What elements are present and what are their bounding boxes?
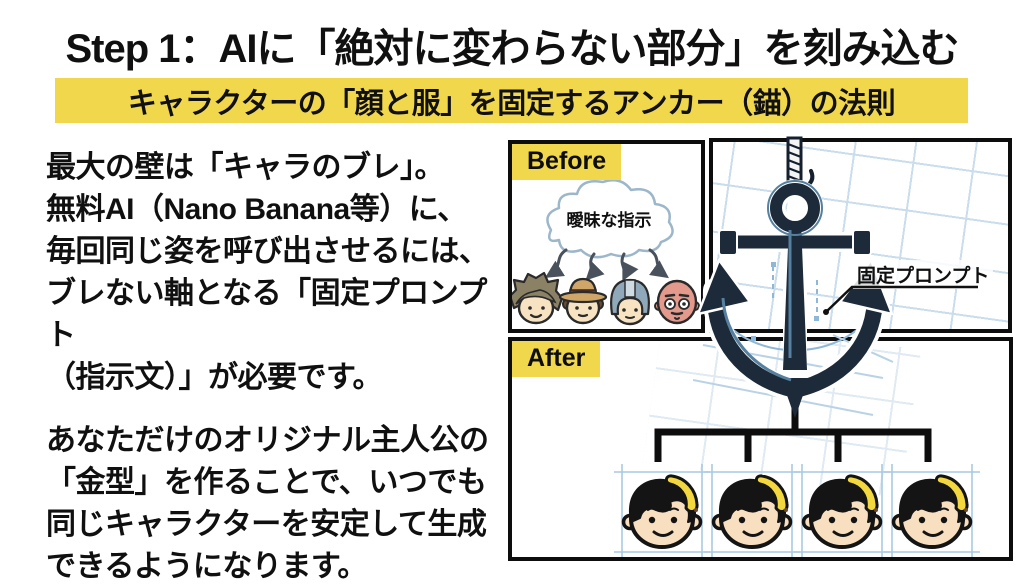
- straw-hat-man-icon: [558, 277, 608, 325]
- wavy-arrows-icon: [544, 248, 669, 282]
- body-text: 最大の壁は「キャラのブレ」。 無料AI（Nano Banana等）に、 毎回同じ…: [46, 147, 511, 588]
- body-paragraph-2: あなただけのオリジナル主人公の 「金型」を作ることで、いつでも 同じキャラクター…: [46, 424, 489, 583]
- shaggy-hair-man-icon: [512, 271, 564, 325]
- subtitle-banner: キャラクターの「顔と服」を固定するアンカー（錨）の法則: [55, 78, 968, 123]
- cloud-text: 曖昧な指示: [567, 210, 652, 230]
- anchor-body: [696, 180, 894, 418]
- page-title: Step 1：AIに「絶対に変わらない部分」を刻み込む: [65, 27, 959, 71]
- banana-hair-boy-icon: [792, 462, 892, 557]
- banana-hair-boy-icon: [702, 462, 802, 557]
- body-paragraph-1: 最大の壁は「キャラのブレ」。 無料AI（Nano Banana等）に、 毎回同じ…: [46, 151, 489, 394]
- before-illustration: 曖昧な指示: [512, 179, 700, 326]
- after-label: After: [512, 341, 601, 377]
- banana-hair-boy-icon: [882, 462, 982, 557]
- bald-man-icon: [654, 279, 700, 325]
- after-panel: After: [508, 337, 1013, 561]
- anchor-icon: [693, 136, 894, 418]
- banana-hair-boy-icon: [612, 462, 712, 557]
- vague-instruction-cloud-icon: 曖昧な指示: [546, 179, 674, 259]
- helmet-man-icon: [610, 278, 650, 326]
- subtitle-text: キャラクターの「顔と服」を固定するアンカー（錨）の法則: [127, 87, 896, 120]
- before-label: Before: [512, 144, 622, 180]
- callout-leader-line: [823, 285, 978, 315]
- before-panel: Before 曖昧な指示: [508, 140, 705, 333]
- anchor-callout-label: 固定プロンプト: [853, 260, 994, 289]
